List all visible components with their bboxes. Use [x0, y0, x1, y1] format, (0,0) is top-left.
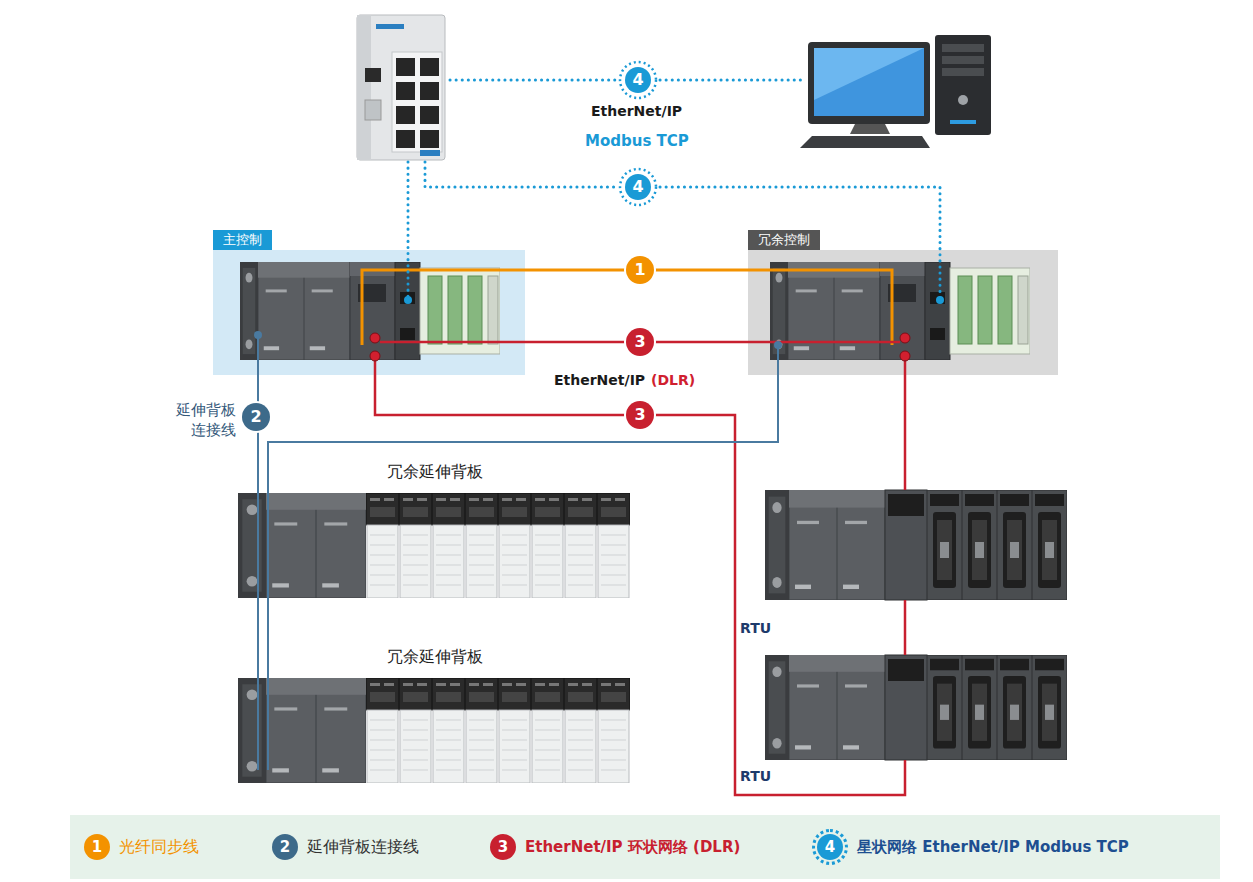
node-label: 冗余控制	[748, 230, 820, 250]
control-band: 冗余控制	[748, 250, 1058, 375]
rtu-rack	[765, 490, 1067, 600]
callout-number: 1	[626, 256, 654, 284]
callout-number: 3	[626, 328, 654, 356]
legend-swatch: 1	[84, 834, 110, 860]
swatch-ring: 4	[812, 829, 848, 865]
main-band	[213, 250, 525, 375]
connector	[257, 598, 259, 678]
node-label: 冗余延伸背板	[387, 462, 483, 483]
rtu-rack: RTU	[765, 655, 1070, 760]
plc-redundant	[770, 262, 1030, 360]
server-tower	[935, 35, 991, 135]
port-dots	[254, 296, 944, 361]
protocol-label: 延伸背板 连接线	[160, 400, 236, 441]
legend-item: 2 延伸背板连接线	[272, 834, 419, 860]
connector	[904, 600, 907, 655]
protocol-label: EtherNet/IP	[554, 372, 645, 388]
legend-item: 3 EtherNet/IP 环状网络 (DLR)	[490, 834, 740, 860]
ethernet-switch	[357, 15, 445, 160]
callout-number: 1	[92, 838, 102, 856]
legend-item: 1 光纤同步线	[84, 834, 199, 860]
callout-number: 2	[242, 403, 270, 431]
legend-text: 光纤同步线	[119, 837, 199, 858]
backplane-rack	[238, 493, 630, 598]
legend-swatch: 4	[817, 834, 843, 860]
legend-text: 延伸背板连接线	[307, 837, 419, 858]
plc-main	[240, 262, 500, 360]
connector	[904, 375, 907, 490]
internal-wiring	[258, 270, 905, 770]
rtu-rack: RTU	[765, 490, 1070, 600]
legend-item: 4 星状网络 EtherNet/IP Modbus TCP	[812, 829, 1129, 865]
node-label: 主控制	[213, 230, 272, 250]
legend-swatch: 3	[490, 834, 516, 860]
callout-number: 4	[625, 67, 651, 93]
rtu-rack	[765, 655, 1067, 760]
redundant-band	[748, 250, 1058, 375]
node-label: 冗余延伸背板	[387, 647, 483, 668]
callout-number: 4	[825, 838, 835, 856]
node-label: RTU	[740, 620, 771, 636]
callout-number: 2	[280, 838, 290, 856]
star-network-lines	[408, 80, 940, 298]
legend-text: EtherNet/IP 环状网络 (DLR)	[525, 838, 740, 857]
connector	[375, 375, 905, 795]
connector	[267, 598, 269, 678]
backplane-rack: 冗余延伸背板	[238, 493, 632, 598]
computer-monitor	[800, 42, 930, 148]
legend-band	[70, 815, 1220, 879]
protocol-label: (DLR)	[651, 372, 695, 388]
connector	[268, 375, 778, 493]
node-label: RTU	[740, 768, 771, 784]
callout-number: 3	[498, 838, 508, 856]
control-band: 主控制	[213, 250, 525, 375]
backplane-rack: 冗余延伸背板	[238, 678, 632, 783]
protocol-label: Modbus TCP	[585, 132, 689, 150]
legend-text: 星状网络 EtherNet/IP Modbus TCP	[857, 838, 1129, 857]
protocol-label: EtherNet/IP	[591, 103, 682, 119]
callout-number: 4	[625, 174, 651, 200]
legend-swatch: 2	[272, 834, 298, 860]
connector	[257, 375, 259, 493]
callout-number: 3	[626, 401, 654, 429]
backplane-rack	[238, 678, 630, 783]
